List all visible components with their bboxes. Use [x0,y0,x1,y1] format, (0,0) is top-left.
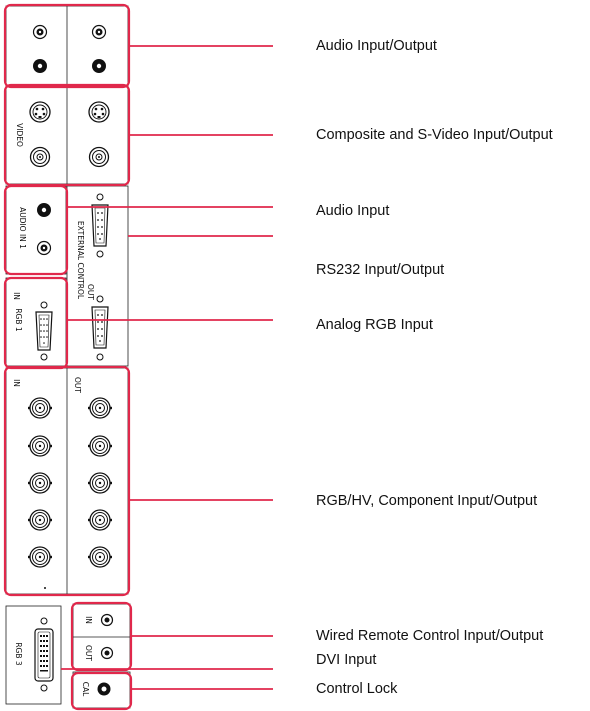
out-label: OUT [84,645,93,661]
callout-audio-io: Audio Input/Output [316,38,437,54]
highlight-audio-in [3,184,69,276]
callout-audio-in: Audio Input [316,203,390,219]
rgb-1-label: RGB 1 [14,308,23,332]
panel-remote [72,603,131,670]
dvi-port-icon [34,617,54,692]
callout-rs232: RS232 Input/Output [316,262,445,278]
in-label: IN [12,379,21,387]
external-control-label: EXTERNAL CONTROL [76,221,85,300]
control-lock-jack-icon [97,682,111,696]
bnc-connector-icon [28,435,52,457]
s-video-port-icon [88,101,110,123]
panel-rgb-3 [5,605,62,705]
rs232-port-icon [91,295,109,361]
highlight-rgbhv [3,365,131,597]
callout-rgb-1: Analog RGB Input [316,317,433,333]
s-video-port-icon [29,101,51,123]
remote-jack-icon [100,613,114,627]
callout-rgbhv: RGB/HV, Component Input/Output [316,493,538,509]
bnc-connector-icon [28,546,52,568]
audio-jack-icon [32,24,48,40]
bnc-connector-icon [88,435,112,457]
audio-jack-icon [91,24,107,40]
marker-dot [44,587,46,589]
callout-dvi: DVI Input [316,652,377,668]
highlight-cal [70,671,133,711]
highlight-remote [70,601,133,672]
audio-jack-icon [37,203,51,217]
remote-jack-icon [100,646,114,660]
in-label: IN [84,616,93,624]
audio-jack-icon [33,59,47,73]
video-label: VIDEO [15,123,24,147]
vga-port-icon [35,301,53,361]
bnc-connector-icon [88,397,112,419]
bnc-connector-icon [28,509,52,531]
out-label: OUT [86,284,95,300]
bnc-connector-icon [28,397,52,419]
audio-jack-icon [92,59,106,73]
rgb-3-label: RGB 3 [14,642,23,666]
bnc-connector-icon [88,546,112,568]
bnc-connector-icon [88,509,112,531]
composite-jack-icon [88,146,110,168]
bnc-connector-icon [88,472,112,494]
rs232-port-icon [91,193,109,258]
audio-in-1-label: AUDIO IN 1 [18,207,27,249]
panel-audio-in-1 [5,185,67,275]
composite-jack-icon [29,146,51,168]
audio-jack-icon [36,240,52,256]
in-label: IN [12,292,21,300]
bnc-connector-icon [28,472,52,494]
callout-cal: Control Lock [316,681,398,697]
callout-remote: Wired Remote Control Input/Output [316,628,544,644]
callout-video: Composite and S-Video Input/Output [316,127,553,143]
out-label: OUT [73,377,82,393]
cal-label: CAL [81,682,90,697]
